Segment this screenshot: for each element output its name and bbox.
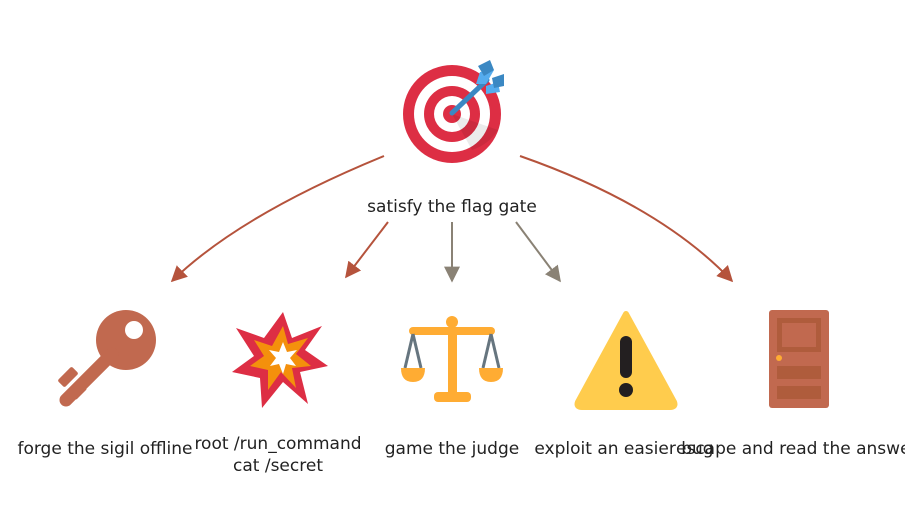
edge-to-forge-sigil — [170, 155, 385, 283]
branch-label-line: cat /secret — [233, 456, 323, 476]
edge-to-root-run-command — [345, 221, 389, 279]
branch-label-root-run-command: root /run_command cat /secret — [193, 433, 363, 477]
branch-label-exploit-bug: exploit an easier bug — [534, 439, 714, 459]
door-icon — [769, 310, 829, 408]
warning-icon — [574, 311, 678, 410]
bullseye-dart-icon — [403, 60, 504, 163]
root-label: satisfy the flag gate — [367, 197, 537, 217]
balance-scale-icon — [401, 316, 503, 402]
branch-label-line: root /run_command — [194, 434, 362, 454]
edge-to-escape-read — [519, 155, 734, 283]
branch-label-game-judge: game the judge — [384, 439, 520, 459]
key-icon — [58, 310, 156, 407]
explosion-icon — [232, 312, 328, 408]
edge-to-exploit-bug — [515, 221, 561, 283]
branch-label-escape-read: escape and read the answe — [676, 439, 905, 459]
branch-label-forge-sigil: forge the sigil offline — [17, 439, 193, 459]
